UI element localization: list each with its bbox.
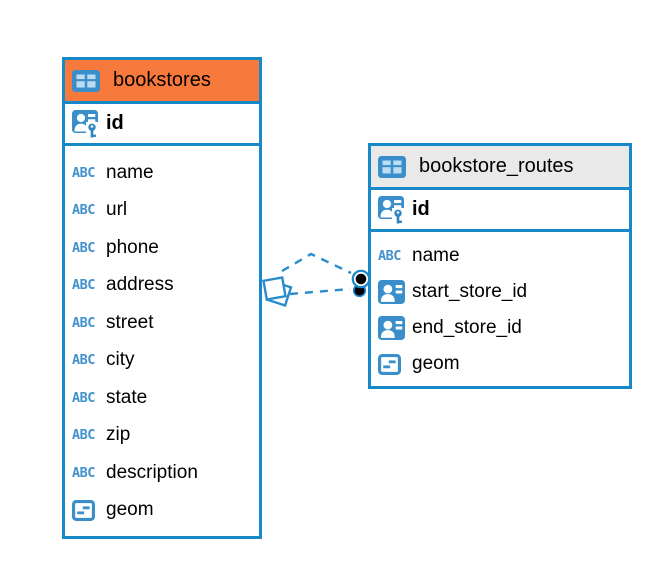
column-name: description (106, 461, 198, 483)
type-icon-slot (378, 280, 412, 304)
column-name: zip (106, 424, 131, 446)
type-icon-slot (378, 354, 412, 375)
type-icon-slot: ABC (72, 315, 106, 331)
column-name: id (412, 198, 430, 220)
type-icon-slot: ABC (72, 165, 106, 181)
column-name: phone (106, 236, 159, 258)
table-icon-slot (72, 70, 106, 92)
column-name: city (106, 349, 135, 371)
column-name: id (106, 112, 124, 134)
geometry-type-icon (72, 500, 95, 521)
primary-key-icon (378, 195, 406, 225)
text-type-icon: ABC (72, 239, 95, 256)
relationship-line-upper[interactable] (281, 252, 352, 275)
text-type-icon: ABC (378, 248, 401, 264)
table-title: bookstore_routes (419, 155, 574, 177)
text-type-icon: ABC (72, 164, 95, 181)
column-name: geom (106, 499, 154, 521)
column-name: name (412, 245, 460, 266)
column-row-address[interactable]: ABC address (65, 267, 259, 305)
relationship-line-lower[interactable] (289, 287, 351, 296)
reference-type-icon (378, 316, 405, 340)
column-row-end-store-id[interactable]: end_store_id (371, 310, 629, 346)
primary-key-icon (72, 109, 100, 139)
column-name: street (106, 311, 154, 333)
column-row-city[interactable]: ABC city (65, 342, 259, 380)
bookstores-header[interactable]: bookstores (65, 60, 259, 104)
text-type-icon: ABC (72, 427, 95, 444)
type-icon-slot: ABC (72, 427, 106, 443)
type-icon-slot (378, 316, 412, 340)
column-row-geom[interactable]: geom (65, 492, 259, 530)
column-row-start-store-id[interactable]: start_store_id (371, 274, 629, 310)
column-name: end_store_id (412, 317, 522, 338)
column-row-url[interactable]: ABC url (65, 192, 259, 230)
table-bookstore-routes[interactable]: bookstore_routes id ABC name start_store… (368, 143, 632, 389)
column-name: url (106, 199, 128, 221)
column-row-phone[interactable]: ABC phone (65, 229, 259, 267)
table-bookstores[interactable]: bookstores id ABC name ABC url ABC phone… (62, 57, 262, 539)
column-name: state (106, 386, 148, 408)
type-icon-slot (72, 500, 106, 521)
column-name: geom (412, 353, 460, 374)
column-row-state[interactable]: ABC state (65, 379, 259, 417)
type-icon-slot (378, 195, 412, 225)
column-row-zip[interactable]: ABC zip (65, 417, 259, 455)
type-icon-slot: ABC (72, 465, 106, 481)
relationship-target-dots[interactable] (351, 269, 371, 298)
routes-header[interactable]: bookstore_routes (371, 146, 629, 190)
type-icon-slot: ABC (72, 390, 106, 406)
type-icon-slot (72, 109, 106, 139)
table-icon-slot (378, 156, 412, 178)
column-row-geom[interactable]: geom (371, 346, 629, 382)
text-type-icon: ABC (72, 389, 95, 406)
column-row-street[interactable]: ABC street (65, 304, 259, 342)
text-type-icon: ABC (72, 464, 95, 481)
column-name: name (106, 161, 154, 183)
type-icon-slot: ABC (72, 202, 106, 218)
type-icon-slot: ABC (72, 352, 106, 368)
text-type-icon: ABC (72, 202, 95, 219)
routes-pk-row[interactable]: id (371, 190, 629, 232)
type-icon-slot: ABC (72, 240, 106, 256)
type-icon-slot: ABC (72, 277, 106, 293)
bookstores-columns: ABC name ABC url ABC phone ABC address A… (65, 146, 259, 536)
table-icon (72, 70, 100, 92)
type-icon-slot: ABC (378, 248, 412, 264)
column-row-name[interactable]: ABC name (371, 238, 629, 274)
text-type-icon: ABC (72, 277, 95, 294)
table-title: bookstores (113, 69, 211, 91)
routes-columns: ABC name start_store_id end_store_id ge (371, 232, 629, 386)
bookstores-pk-row[interactable]: id (65, 104, 259, 146)
column-row-description[interactable]: ABC description (65, 454, 259, 492)
text-type-icon: ABC (72, 352, 95, 369)
column-row-name[interactable]: ABC name (65, 154, 259, 192)
reference-type-icon (378, 280, 405, 304)
relationship-source-diamond[interactable] (262, 276, 293, 307)
geometry-type-icon (378, 354, 401, 375)
column-name: address (106, 274, 174, 296)
column-name: start_store_id (412, 281, 528, 302)
text-type-icon: ABC (72, 314, 95, 331)
table-icon (378, 156, 406, 178)
